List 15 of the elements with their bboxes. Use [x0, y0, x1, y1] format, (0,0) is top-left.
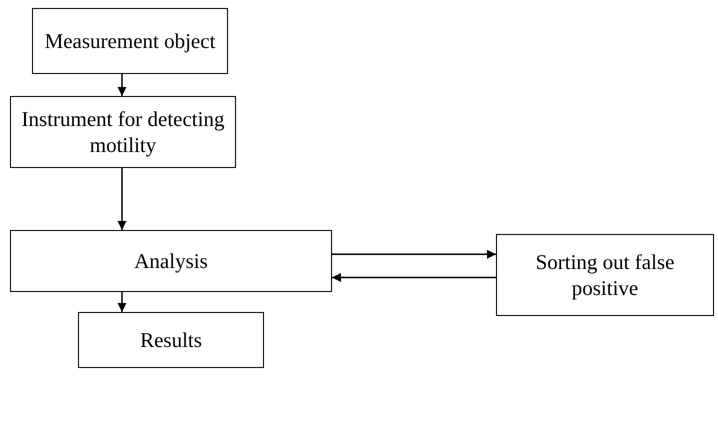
box-label: Analysis [134, 248, 208, 274]
arrow [118, 168, 126, 230]
process-box [10, 230, 332, 292]
box-label: Sorting out false positive [534, 249, 676, 301]
process-box [32, 8, 228, 74]
box-label: Results [140, 327, 202, 353]
process-box [78, 312, 264, 368]
arrow [332, 273, 496, 282]
box-label: Measurement object [44, 28, 216, 54]
box-label: Instrument for detecting motility [20, 106, 226, 158]
process-box [10, 96, 236, 168]
arrow [118, 292, 126, 312]
arrow [332, 250, 496, 259]
arrow [118, 74, 126, 96]
process-box [496, 234, 714, 316]
